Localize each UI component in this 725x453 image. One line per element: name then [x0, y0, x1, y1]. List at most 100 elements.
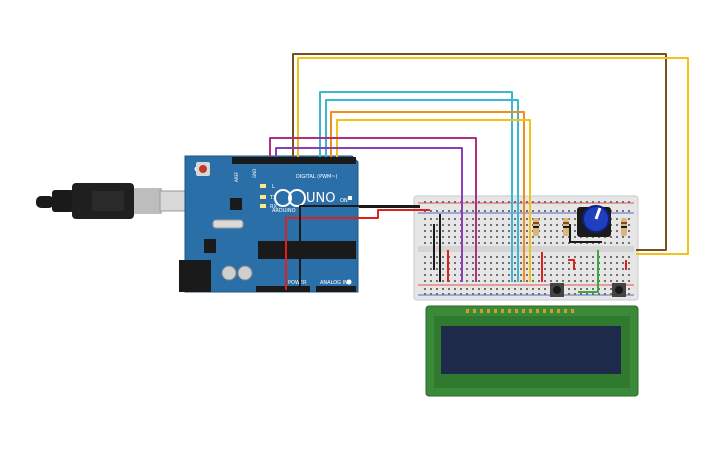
- breadboard-hole[interactable]: [424, 256, 426, 258]
- breadboard-hole[interactable]: [424, 293, 426, 295]
- wire-red[interactable]: [285, 209, 430, 290]
- breadboard-hole[interactable]: [628, 230, 630, 232]
- breadboard-hole[interactable]: [514, 201, 516, 203]
- breadboard-hole[interactable]: [496, 218, 498, 220]
- breadboard-hole[interactable]: [430, 218, 432, 220]
- breadboard-hole[interactable]: [550, 218, 552, 220]
- breadboard-hole[interactable]: [628, 218, 630, 220]
- breadboard-hole[interactable]: [580, 262, 582, 264]
- breadboard-hole[interactable]: [556, 230, 558, 232]
- breadboard-hole[interactable]: [538, 210, 540, 212]
- breadboard-hole[interactable]: [472, 201, 474, 203]
- breadboard-hole[interactable]: [568, 262, 570, 264]
- breadboard-hole[interactable]: [436, 280, 438, 282]
- breadboard-hole[interactable]: [532, 210, 534, 212]
- breadboard-hole[interactable]: [580, 256, 582, 258]
- breadboard-hole[interactable]: [580, 280, 582, 282]
- breadboard-hole[interactable]: [436, 293, 438, 295]
- breadboard-hole[interactable]: [520, 210, 522, 212]
- breadboard-hole[interactable]: [604, 242, 606, 244]
- pushbutton-icon[interactable]: [550, 283, 564, 297]
- breadboard-hole[interactable]: [568, 210, 570, 212]
- breadboard-hole[interactable]: [442, 242, 444, 244]
- breadboard-hole[interactable]: [604, 262, 606, 264]
- breadboard-hole[interactable]: [574, 218, 576, 220]
- breadboard-hole[interactable]: [610, 274, 612, 276]
- breadboard-hole[interactable]: [610, 293, 612, 295]
- breadboard-hole[interactable]: [550, 201, 552, 203]
- wire-brown[interactable]: [292, 53, 667, 251]
- breadboard-hole[interactable]: [616, 280, 618, 282]
- breadboard-hole[interactable]: [514, 218, 516, 220]
- breadboard-hole[interactable]: [556, 280, 558, 282]
- lcd-pin[interactable]: [557, 309, 560, 313]
- lcd-pin[interactable]: [466, 309, 469, 313]
- breadboard-hole[interactable]: [454, 268, 456, 270]
- lcd-pin[interactable]: [508, 309, 511, 313]
- breadboard-hole[interactable]: [430, 242, 432, 244]
- wire-cyan[interactable]: [319, 91, 513, 282]
- breadboard-hole[interactable]: [442, 274, 444, 276]
- lcd-pin[interactable]: [515, 309, 518, 313]
- wire-cyan[interactable]: [325, 99, 519, 282]
- wire-green[interactable]: [578, 250, 599, 293]
- breadboard-hole[interactable]: [478, 218, 480, 220]
- breadboard-hole[interactable]: [586, 268, 588, 270]
- breadboard-hole[interactable]: [574, 201, 576, 203]
- breadboard-hole[interactable]: [496, 288, 498, 290]
- breadboard-hole[interactable]: [628, 280, 630, 282]
- breadboard-hole[interactable]: [580, 288, 582, 290]
- breadboard-hole[interactable]: [502, 230, 504, 232]
- breadboard-hole[interactable]: [574, 293, 576, 295]
- breadboard-hole[interactable]: [454, 262, 456, 264]
- breadboard-hole[interactable]: [526, 280, 528, 282]
- breadboard-hole[interactable]: [586, 262, 588, 264]
- breadboard-hole[interactable]: [430, 224, 432, 226]
- breadboard-hole[interactable]: [448, 224, 450, 226]
- breadboard-hole[interactable]: [448, 201, 450, 203]
- breadboard-hole[interactable]: [622, 256, 624, 258]
- breadboard-hole[interactable]: [574, 280, 576, 282]
- breadboard-hole[interactable]: [520, 280, 522, 282]
- breadboard-hole[interactable]: [460, 288, 462, 290]
- breadboard-hole[interactable]: [430, 293, 432, 295]
- breadboard-hole[interactable]: [514, 293, 516, 295]
- breadboard-hole[interactable]: [502, 256, 504, 258]
- breadboard-hole[interactable]: [586, 293, 588, 295]
- breadboard-hole[interactable]: [454, 242, 456, 244]
- breadboard-hole[interactable]: [616, 256, 618, 258]
- breadboard-hole[interactable]: [454, 280, 456, 282]
- breadboard-hole[interactable]: [430, 288, 432, 290]
- breadboard-hole[interactable]: [466, 256, 468, 258]
- breadboard-hole[interactable]: [604, 288, 606, 290]
- breadboard-hole[interactable]: [484, 236, 486, 238]
- breadboard-hole[interactable]: [532, 288, 534, 290]
- breadboard-hole[interactable]: [622, 268, 624, 270]
- breadboard-hole[interactable]: [466, 288, 468, 290]
- breadboard-hole[interactable]: [574, 224, 576, 226]
- breadboard-hole[interactable]: [556, 268, 558, 270]
- breadboard-hole[interactable]: [538, 268, 540, 270]
- breadboard-hole[interactable]: [484, 262, 486, 264]
- breadboard-hole[interactable]: [574, 230, 576, 232]
- breadboard-hole[interactable]: [520, 224, 522, 226]
- breadboard-hole[interactable]: [610, 242, 612, 244]
- breadboard-hole[interactable]: [490, 236, 492, 238]
- breadboard-hole[interactable]: [520, 242, 522, 244]
- breadboard-hole[interactable]: [424, 288, 426, 290]
- breadboard-hole[interactable]: [472, 230, 474, 232]
- breadboard-hole[interactable]: [514, 256, 516, 258]
- breadboard-hole[interactable]: [466, 210, 468, 212]
- breadboard-hole[interactable]: [616, 218, 618, 220]
- breadboard-hole[interactable]: [454, 256, 456, 258]
- breadboard-hole[interactable]: [520, 262, 522, 264]
- breadboard-hole[interactable]: [508, 293, 510, 295]
- breadboard-hole[interactable]: [490, 201, 492, 203]
- breadboard-hole[interactable]: [562, 242, 564, 244]
- breadboard-hole[interactable]: [430, 280, 432, 282]
- breadboard-hole[interactable]: [550, 268, 552, 270]
- breadboard-hole[interactable]: [472, 288, 474, 290]
- lcd-pin[interactable]: [550, 309, 553, 313]
- breadboard-hole[interactable]: [424, 201, 426, 203]
- potentiometer-icon[interactable]: [577, 205, 611, 237]
